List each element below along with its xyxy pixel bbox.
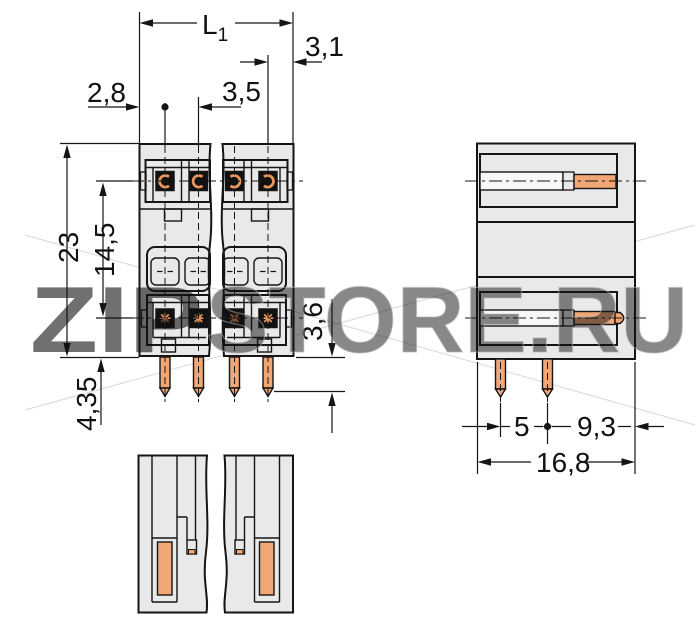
dim-l1: L1 — [202, 9, 228, 46]
watermark: ZIP STORE.RU — [30, 266, 689, 372]
bottom-view — [137, 454, 294, 614]
dim-3-5: 3,5 — [222, 76, 261, 107]
watermark-store: STORE.RU — [206, 267, 688, 372]
dim-4-35: 4,35 — [71, 377, 102, 432]
dim-2-8: 2,8 — [87, 77, 126, 108]
side-view — [476, 142, 636, 402]
dim-3-1: 3,1 — [305, 31, 344, 62]
dim-14-5: 14,5 — [89, 223, 120, 278]
front-view — [138, 142, 295, 404]
dim-16-8: 16,8 — [536, 447, 591, 478]
centerlines — [131, 180, 648, 319]
dim-3-6: 3,6 — [297, 302, 328, 341]
watermark-zip: ZIP — [30, 267, 203, 372]
dim-9-3: 9,3 — [577, 411, 616, 442]
dim-5: 5 — [514, 411, 530, 442]
dimensions: L1 3,1 2,8 3,5 23 14,5 4,35 — [53, 9, 664, 478]
dim-23: 23 — [53, 232, 84, 263]
